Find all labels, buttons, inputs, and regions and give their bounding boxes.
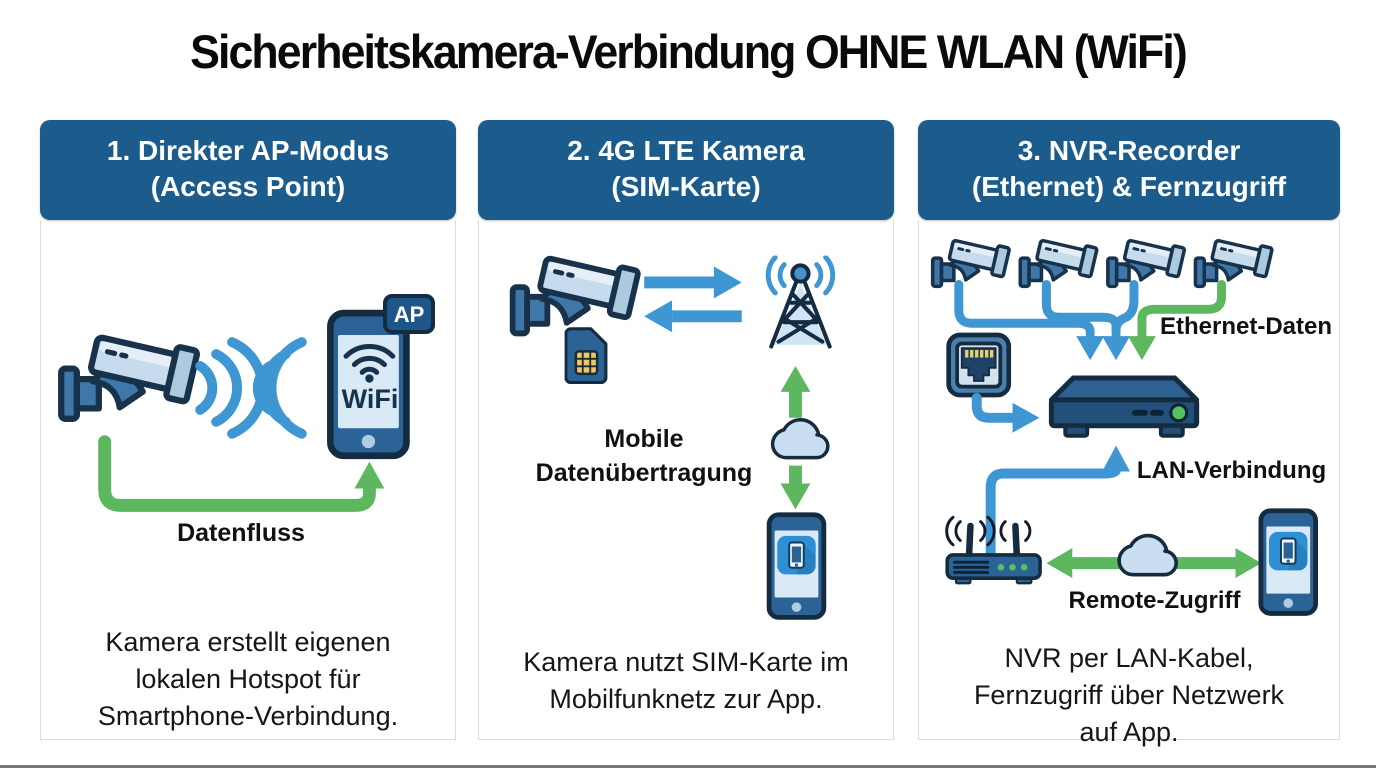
data-flow-arrow: [98, 435, 385, 512]
page-title: Sicherheitskamera-Verbindung OHNE WLAN (…: [190, 25, 1188, 78]
panel-3-header: 3. NVR-Recorder (Ethernet) & Fernzugriff: [918, 120, 1340, 220]
cloud-icon: [1119, 536, 1176, 575]
mobile-data-label: Mobile Datenübertragung: [535, 425, 753, 487]
panel-2-description: Kamera nutzt SIM-Karte im Mobilfunknetz …: [523, 647, 849, 714]
ap-badge: AP: [383, 294, 435, 334]
security-camera-icon: [1193, 233, 1275, 289]
panel-2-body: Mobile Datenübertragung Kamera nutzt SIM…: [478, 220, 894, 740]
ethernet-cables: [954, 279, 1139, 339]
nvr-recorder-icon: [1051, 378, 1196, 436]
panel-3-description: NVR per LAN-Kabel, Fernzugriff über Netz…: [973, 643, 1285, 747]
cloud-phone-arrow: [780, 465, 811, 510]
panel-3-body: Ethernet-Daten LAN-Verbindung Remote-Zug…: [918, 220, 1340, 747]
panel-4g-lte: 2. 4G LTE Kamera (SIM-Karte): [478, 120, 894, 740]
panel-3-figure: [930, 233, 1339, 739]
panel-1-body: AP WiFi Datenfluss Kamera erstellt eigen…: [40, 220, 456, 740]
panel-3-header-line2: (Ethernet) & Fernzugriff: [971, 171, 1287, 202]
panel-1-header-line2: (Access Point): [150, 171, 346, 202]
panel-2-header: 2. 4G LTE Kamera (SIM-Karte): [478, 120, 894, 220]
sim-card-icon: [564, 327, 608, 384]
panel-ap-modus: 1. Direkter AP-Modus (Access Point): [40, 120, 456, 740]
datenfluss-label: Datenfluss: [177, 519, 305, 547]
panel-2-header-line1: 2. 4G LTE Kamera: [567, 135, 805, 166]
panel-2-header-line2: (SIM-Karte): [611, 171, 761, 202]
ethernet-cable-green: [1128, 279, 1227, 361]
panel-1-header: 1. Direkter AP-Modus (Access Point): [40, 120, 456, 220]
ethernet-arrowhead: [1102, 336, 1130, 361]
remote-zugriff-label: Remote-Zugriff: [1068, 587, 1241, 614]
security-camera-icon: [1018, 233, 1099, 289]
lan-connection-line: [985, 445, 1130, 562]
panel-1-description: Kamera erstellt eigenen lokalen Hotspot …: [97, 627, 399, 731]
lan-verbindung-label: LAN-Verbindung: [1136, 457, 1327, 484]
downlink-arrow-icon: [644, 300, 742, 333]
ethernet-daten-label: Ethernet-Daten: [1159, 313, 1333, 340]
panel-1-header-line1: 1. Direkter AP-Modus: [106, 135, 390, 166]
cell-tower-icon: [768, 257, 833, 346]
port-to-nvr-arrow: [971, 392, 1040, 433]
app-icon: [1268, 531, 1309, 572]
bottom-edge-line: [0, 765, 1376, 768]
security-camera-icon: [513, 250, 639, 333]
app-icon: [776, 535, 817, 576]
security-camera-icon: [1106, 233, 1187, 289]
panel-2-figure: [479, 220, 893, 739]
uplink-arrow-icon: [644, 266, 742, 299]
panel-3-header-line1: 3. NVR-Recorder: [1017, 135, 1241, 166]
ethernet-port-icon: [949, 335, 1009, 395]
wifi-waves-icon: [195, 337, 307, 439]
security-camera-icon: [930, 233, 1012, 289]
panel-nvr: 3. NVR-Recorder (Ethernet) & Fernzugriff: [918, 120, 1340, 747]
panel-1-figure: [41, 220, 455, 512]
security-camera-icon: [61, 329, 198, 419]
wifi-screen-label: WiFi: [341, 384, 399, 414]
tower-cloud-arrow: [780, 366, 811, 418]
ethernet-arrowhead: [1076, 336, 1105, 361]
